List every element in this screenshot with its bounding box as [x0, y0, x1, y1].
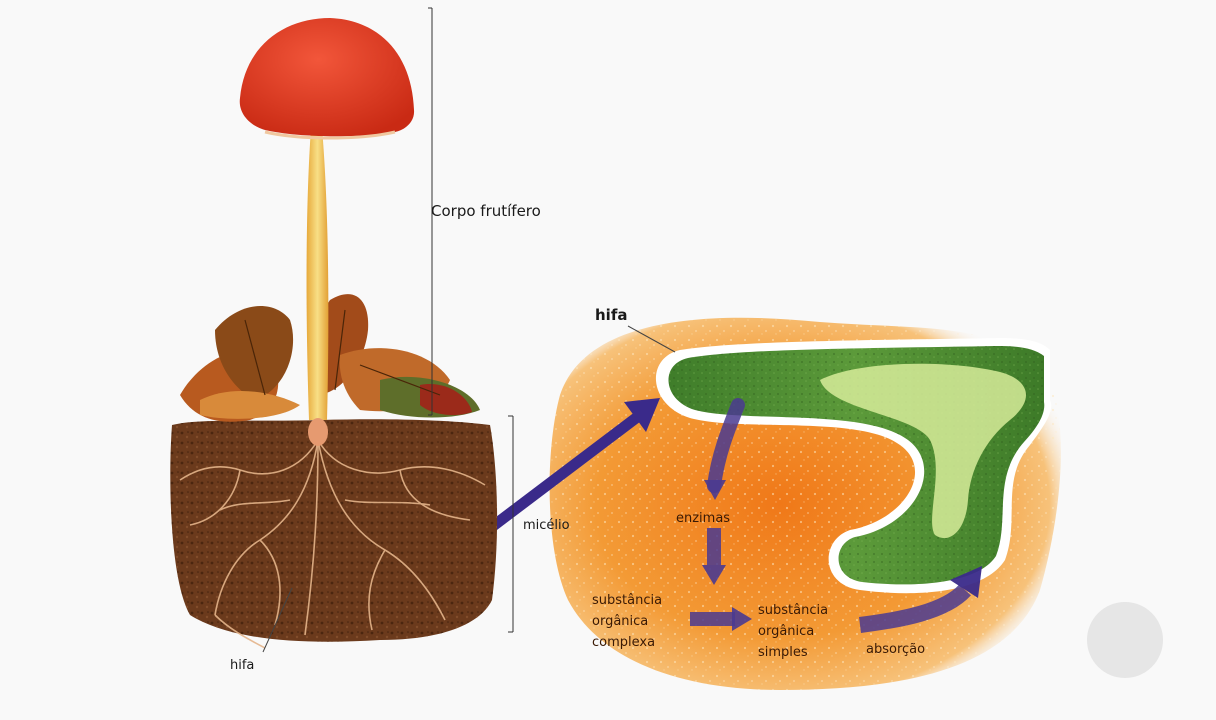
grey-smudge	[1087, 602, 1163, 678]
complex-substance-line-3: complexa	[592, 632, 662, 653]
fruiting-body-label: Corpo frutífero	[431, 202, 541, 220]
simple-substance-label: substância orgânica simples	[758, 600, 828, 663]
simple-substance-line-3: simples	[758, 642, 828, 663]
leaf-litter	[180, 294, 480, 422]
mycelium-bracket	[508, 416, 513, 632]
mushroom-cap	[240, 18, 414, 138]
complex-substance-label: substância orgânica complexa	[592, 590, 662, 653]
mushroom-stem	[307, 128, 329, 446]
absorption-label: absorção	[866, 642, 925, 657]
hypha-label-bottom: hifa	[230, 658, 254, 673]
enzymes-label: enzimas	[676, 511, 730, 526]
simple-substance-line-2: orgânica	[758, 621, 828, 642]
simple-substance-line-1: substância	[758, 600, 828, 621]
mycelium-label: micélio	[523, 518, 570, 533]
complex-substance-line-2: orgânica	[592, 611, 662, 632]
hypha-label-detail: hifa	[595, 306, 627, 324]
complex-substance-line-1: substância	[592, 590, 662, 611]
soil-block	[170, 419, 497, 642]
